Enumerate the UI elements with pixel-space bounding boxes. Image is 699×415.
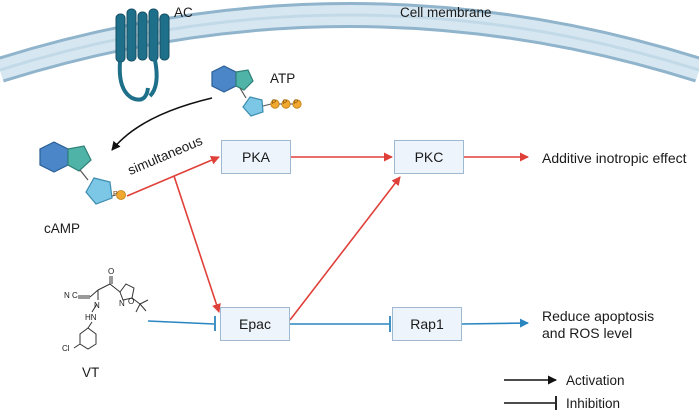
- legend-inhibition-label: Inhibition: [566, 396, 621, 411]
- rap1-node: Rap1: [392, 307, 462, 341]
- legend-activation-label: Activation: [566, 373, 625, 388]
- legend-lines: [504, 375, 557, 410]
- additive-effect-label: Additive inotropic effect: [542, 150, 687, 166]
- vt-atom-o-ring: O: [128, 297, 135, 306]
- reduce-apoptosis-label: Reduce apoptosis: [542, 308, 655, 324]
- vt-molecule-icon: [73, 276, 149, 350]
- vt-atom-o-carbonyl: O: [108, 267, 115, 276]
- camp-molecule-icon: [39, 141, 126, 205]
- ac-label: AC: [174, 5, 193, 20]
- atp-phosphate-2-label: P: [283, 100, 288, 106]
- epac-to-pkc-arrow: [289, 176, 401, 321]
- pkc-node: PKC: [394, 140, 464, 174]
- vt-atom-n-ring: N: [119, 299, 125, 308]
- pka-node: PKA: [221, 140, 291, 174]
- atp-to-camp-arrow: [111, 97, 213, 151]
- camp-to-pka-arrow: [126, 155, 220, 197]
- rap1-to-outcome-arrow: [461, 318, 529, 328]
- vt-label: VT: [82, 365, 100, 380]
- edges: [126, 152, 529, 332]
- vt-atom-n: N: [94, 301, 100, 310]
- adenylyl-cyclase-icon: [115, 8, 170, 102]
- vt-atom-c-nitrile: C: [72, 291, 78, 300]
- camp-label: cAMP: [44, 221, 81, 236]
- vt-atom-cl: Cl: [62, 344, 70, 353]
- atp-phosphate-1-label: P: [272, 100, 277, 106]
- atp-molecule-icon: [211, 65, 302, 117]
- vt-atom-hn: HN: [85, 313, 97, 322]
- camp-to-epac-arrow: [173, 175, 221, 313]
- vt-atom-n-nitrile: N: [64, 291, 70, 300]
- atp-phosphate-3-label: P: [294, 100, 299, 106]
- cell-membrane: [0, 2, 699, 83]
- camp-phosphate-label: P: [113, 191, 118, 198]
- cell-membrane-label: Cell membrane: [400, 5, 492, 20]
- vt-inhibits-epac-line: [147, 320, 215, 325]
- atp-label: ATP: [270, 71, 296, 86]
- epac-node: Epac: [220, 307, 290, 341]
- ros-level-label: and ROS level: [542, 325, 633, 341]
